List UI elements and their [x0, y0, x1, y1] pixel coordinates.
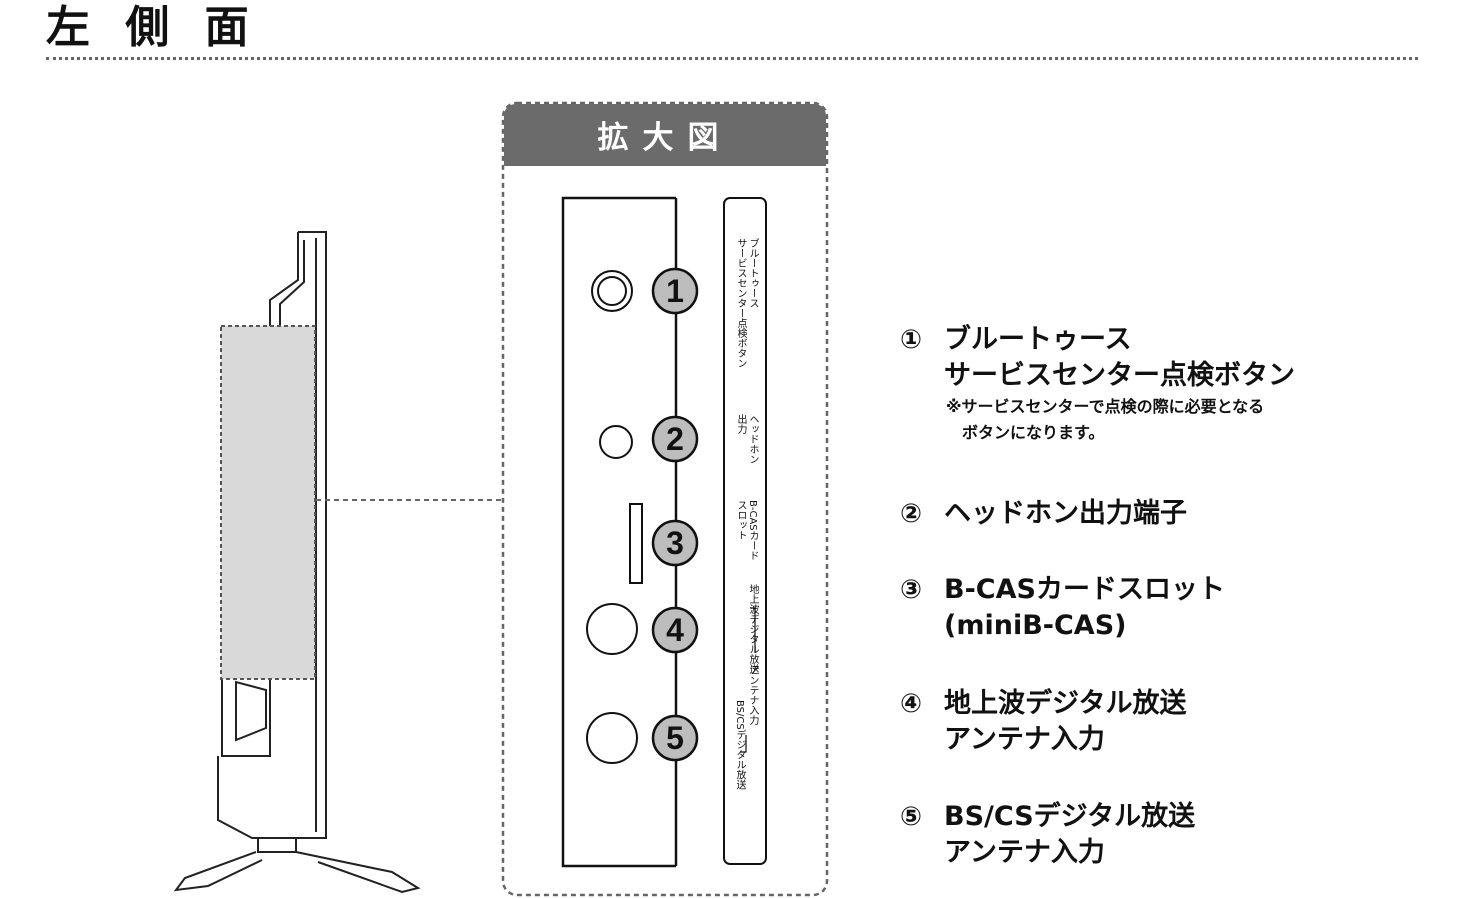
- callout-badge-3: [651, 519, 699, 567]
- strip-label-headphone: ヘッドホン 出力: [735, 414, 758, 464]
- legend-number: ④: [900, 689, 923, 719]
- callout-number-2: 2: [666, 421, 684, 457]
- legend-item-5: ⑤ BS/CSデジタル放送 アンテナ入力: [900, 799, 1420, 871]
- callout-number-1: 1: [666, 273, 684, 309]
- strip-label-bscs: BS/CSデジタル放送: [734, 700, 745, 790]
- legend-item-2: ② ヘッドホン出力端子: [900, 496, 1420, 532]
- callout-badge-1: [651, 267, 699, 315]
- terrestrial-antenna-port: [586, 603, 638, 655]
- strip-label-service: ブルートゥース サービスセンター点検ボタン: [735, 238, 758, 368]
- strip-label-bcas: B-CASカード スロット: [735, 500, 758, 561]
- callout-badge-4: [651, 606, 699, 654]
- zoom-header-label: 拡大図: [597, 120, 733, 156]
- headphone-port: [599, 425, 633, 459]
- legend-text: BS/CSデジタル放送 アンテナ入力: [944, 801, 1196, 868]
- callout-number-3: 3: [666, 525, 684, 561]
- zoom-header-bar: [504, 104, 826, 166]
- legend-item-3: ③ B-CASカードスロット (miniB-CAS): [900, 572, 1420, 644]
- strip-label-antenna-input: アンテナ入力: [747, 665, 758, 725]
- service-button-port: [591, 270, 633, 312]
- page-title: 左 側 面: [46, 2, 259, 53]
- zoom-box: [501, 101, 829, 897]
- legend-text: 地上波デジタル放送 アンテナ入力: [944, 688, 1187, 755]
- label-strip: [723, 197, 767, 865]
- antenna-brackets: [740, 607, 756, 753]
- ports: [586, 270, 643, 764]
- title-divider: [46, 57, 1418, 60]
- legend-item-4: ④ 地上波デジタル放送 アンテナ入力: [900, 686, 1420, 758]
- port-panel: [561, 196, 678, 868]
- callout-number-4: 4: [666, 612, 684, 648]
- callout-badge-5: [651, 714, 699, 762]
- callout-badges: [651, 267, 699, 762]
- legend-text: B-CASカードスロット (miniB-CAS): [944, 574, 1225, 641]
- bscs-antenna-port: [586, 712, 638, 764]
- callout-number-5: 5: [666, 720, 684, 756]
- legend-item-1: ① ブルートゥース サービスセンター点検ボタン ※サービスセンターで点検の際に必…: [900, 322, 1420, 446]
- bcas-slot: [629, 503, 643, 584]
- legend-number: ③: [900, 575, 923, 605]
- strip-label-terrestrial: 地上波デジタル放送: [747, 584, 758, 674]
- legend-number: ②: [900, 499, 923, 529]
- highlight-region: [220, 325, 316, 680]
- legend-number: ⑤: [900, 802, 923, 832]
- legend-text: ブルートゥース サービスセンター点検ボタン: [944, 324, 1295, 391]
- legend-number: ①: [900, 325, 923, 355]
- legend-text: ヘッドホン出力端子: [944, 498, 1187, 529]
- callout-badge-2: [651, 415, 699, 463]
- legend-note: ※サービスセンターで点検の際に必要となる ボタンになります。: [946, 397, 1265, 442]
